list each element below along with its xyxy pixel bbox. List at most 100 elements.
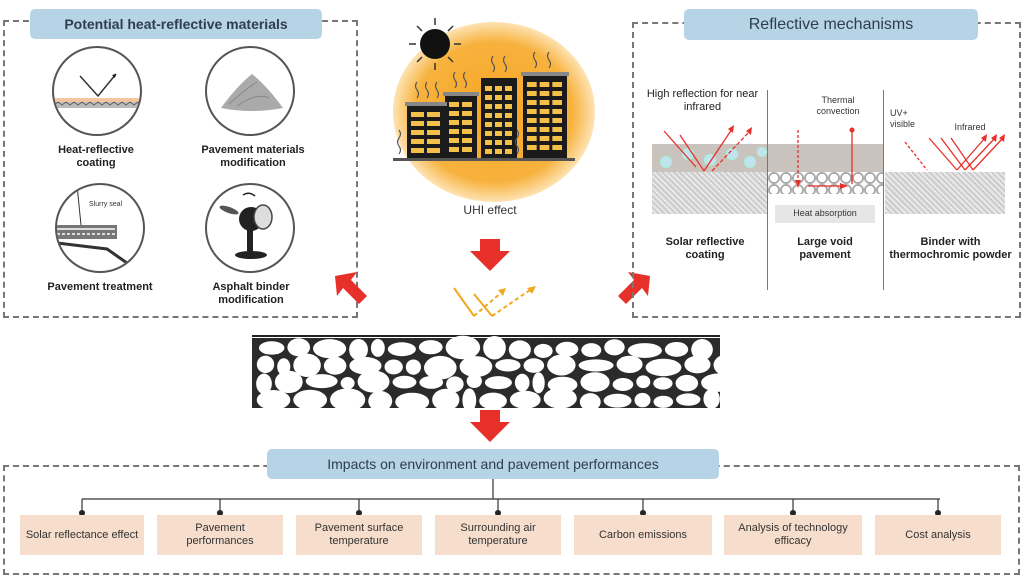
- building-window: [485, 140, 492, 145]
- aggregate-stone: [555, 341, 579, 357]
- arrow-down-uhi-icon: [470, 239, 510, 271]
- pavement-base-3: [885, 172, 1005, 214]
- item-heat-reflective-coating: Heat-reflective coating: [58, 144, 134, 169]
- aggregate-stone: [405, 359, 421, 375]
- aggregate-stone: [349, 338, 368, 361]
- building-window: [411, 148, 424, 153]
- building-window: [539, 109, 550, 114]
- building-window: [485, 131, 492, 136]
- building-window: [449, 102, 459, 107]
- building-window: [485, 86, 492, 91]
- building-window: [539, 91, 550, 96]
- aggregate-stone: [653, 377, 673, 390]
- near-infrared-label: High reflection for near infrared: [646, 88, 759, 113]
- aggregate-stone: [256, 355, 275, 374]
- aggregate-stone: [370, 338, 385, 357]
- binder-pour-icon: [205, 183, 295, 273]
- aggregate-stone: [419, 376, 444, 389]
- item-pavement-treatment: Pavement treatment: [47, 281, 153, 293]
- item-pavement-materials-modification: Pavement materials modification: [201, 144, 305, 169]
- aggregate-stone: [581, 343, 602, 358]
- aggregate-stone: [423, 355, 457, 380]
- building-window: [505, 113, 512, 118]
- aggregate-stone: [579, 393, 601, 411]
- aggregate-stone: [258, 341, 285, 355]
- building-window: [552, 127, 562, 132]
- building-window: [505, 122, 512, 127]
- aggregate-stone: [432, 388, 460, 411]
- building-window: [495, 131, 502, 136]
- porous-pavement-icon: [252, 335, 745, 413]
- aggregate-stone: [445, 335, 481, 360]
- building-window: [485, 113, 492, 118]
- building-window: [527, 118, 537, 123]
- aggregate-stone: [330, 388, 366, 411]
- building-window: [462, 102, 472, 107]
- mechanism-binder-thermochromic-powder: Binder with thermochromic powder: [889, 236, 1012, 261]
- building-window: [552, 91, 562, 96]
- aggregate-stone: [653, 395, 674, 408]
- aggregate-stone: [675, 374, 699, 392]
- aggregate-stone: [645, 358, 682, 377]
- building-window: [495, 140, 502, 145]
- aggregate-stone: [578, 359, 614, 372]
- aggregate-stone: [612, 378, 634, 391]
- aggregate-stone: [293, 389, 328, 410]
- building-window: [527, 82, 537, 87]
- building-window: [462, 147, 472, 152]
- aggregate-stone: [392, 375, 417, 389]
- aggregate-stone: [532, 372, 545, 394]
- building-window: [505, 104, 512, 109]
- building-window: [505, 86, 512, 91]
- aggregate-stone: [691, 339, 713, 361]
- aggregate-stone: [256, 390, 291, 410]
- arrow-to-mechanisms-icon: [618, 272, 650, 304]
- impact-surrounding-air-temperature: Surrounding air temperature: [435, 515, 561, 555]
- heat-absorption-label: Heat absorption: [793, 208, 857, 218]
- building-window: [527, 127, 537, 132]
- aggregate-stone: [684, 355, 711, 374]
- mechanism-divider-2: [883, 90, 884, 290]
- building-window: [427, 130, 440, 135]
- aggregate-stone: [256, 373, 272, 395]
- building-window: [411, 121, 424, 126]
- aggregate-stone: [479, 392, 507, 410]
- arrow-down-impacts-icon: [470, 410, 510, 442]
- infrared-label: Infrared: [954, 122, 986, 132]
- aggregate-stone: [603, 393, 632, 408]
- aggregate-stone: [287, 338, 311, 357]
- building-window: [527, 100, 537, 105]
- building-window: [495, 113, 502, 118]
- aggregate-stone: [547, 354, 576, 376]
- aggregate-stone: [323, 356, 347, 375]
- building-window: [495, 122, 502, 127]
- impact-pavement-surface-temperature: Pavement surface temperature: [296, 515, 422, 555]
- building-window: [527, 136, 537, 141]
- coating-reflection-icon: [52, 46, 142, 136]
- aggregate-stone: [514, 373, 530, 392]
- aggregate-stone: [459, 356, 493, 378]
- slurry-seal-label: Slurry seal: [89, 201, 123, 208]
- aggregate-stone: [616, 355, 643, 374]
- building-window: [539, 82, 550, 87]
- building-window: [552, 145, 562, 150]
- aggregate-stone: [274, 370, 303, 394]
- mechanisms-title: Reflective mechanisms: [684, 9, 978, 40]
- heat-absorption-box: [775, 205, 875, 223]
- building-window: [495, 95, 502, 100]
- impact-solar-reflectance-effect: Solar reflectance effect: [20, 515, 144, 555]
- building-window: [485, 122, 492, 127]
- convection-arrows-icon: [795, 127, 855, 189]
- building-window: [495, 104, 502, 109]
- building-window: [427, 148, 440, 153]
- uhi-effect-label: UHI effect: [463, 203, 517, 217]
- mechanism-large-void-pavement: Large void pavement: [797, 236, 853, 261]
- building-window: [527, 109, 537, 114]
- pavement-base-1: [652, 172, 767, 214]
- aggregate-stone: [495, 359, 521, 372]
- building-window: [485, 149, 492, 154]
- impacts-connector: [78, 479, 942, 517]
- aggregate-stone: [484, 376, 512, 390]
- aggregate-stone: [713, 353, 745, 377]
- building-window: [505, 140, 512, 145]
